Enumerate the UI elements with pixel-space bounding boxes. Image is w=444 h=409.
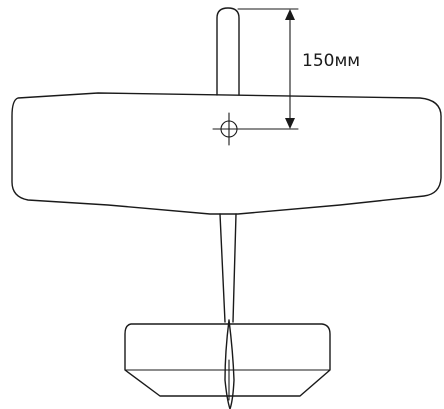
horizontal-stabilizer — [124, 323, 331, 397]
vertical-fin — [224, 319, 235, 409]
dimension-arrow-top — [285, 9, 295, 20]
dimension-arrow-bottom — [285, 118, 295, 129]
tail-boom — [219, 213, 237, 323]
dimension-label: 150мм — [302, 51, 360, 71]
main-wing — [11, 92, 442, 215]
nose-stub — [216, 7, 240, 96]
